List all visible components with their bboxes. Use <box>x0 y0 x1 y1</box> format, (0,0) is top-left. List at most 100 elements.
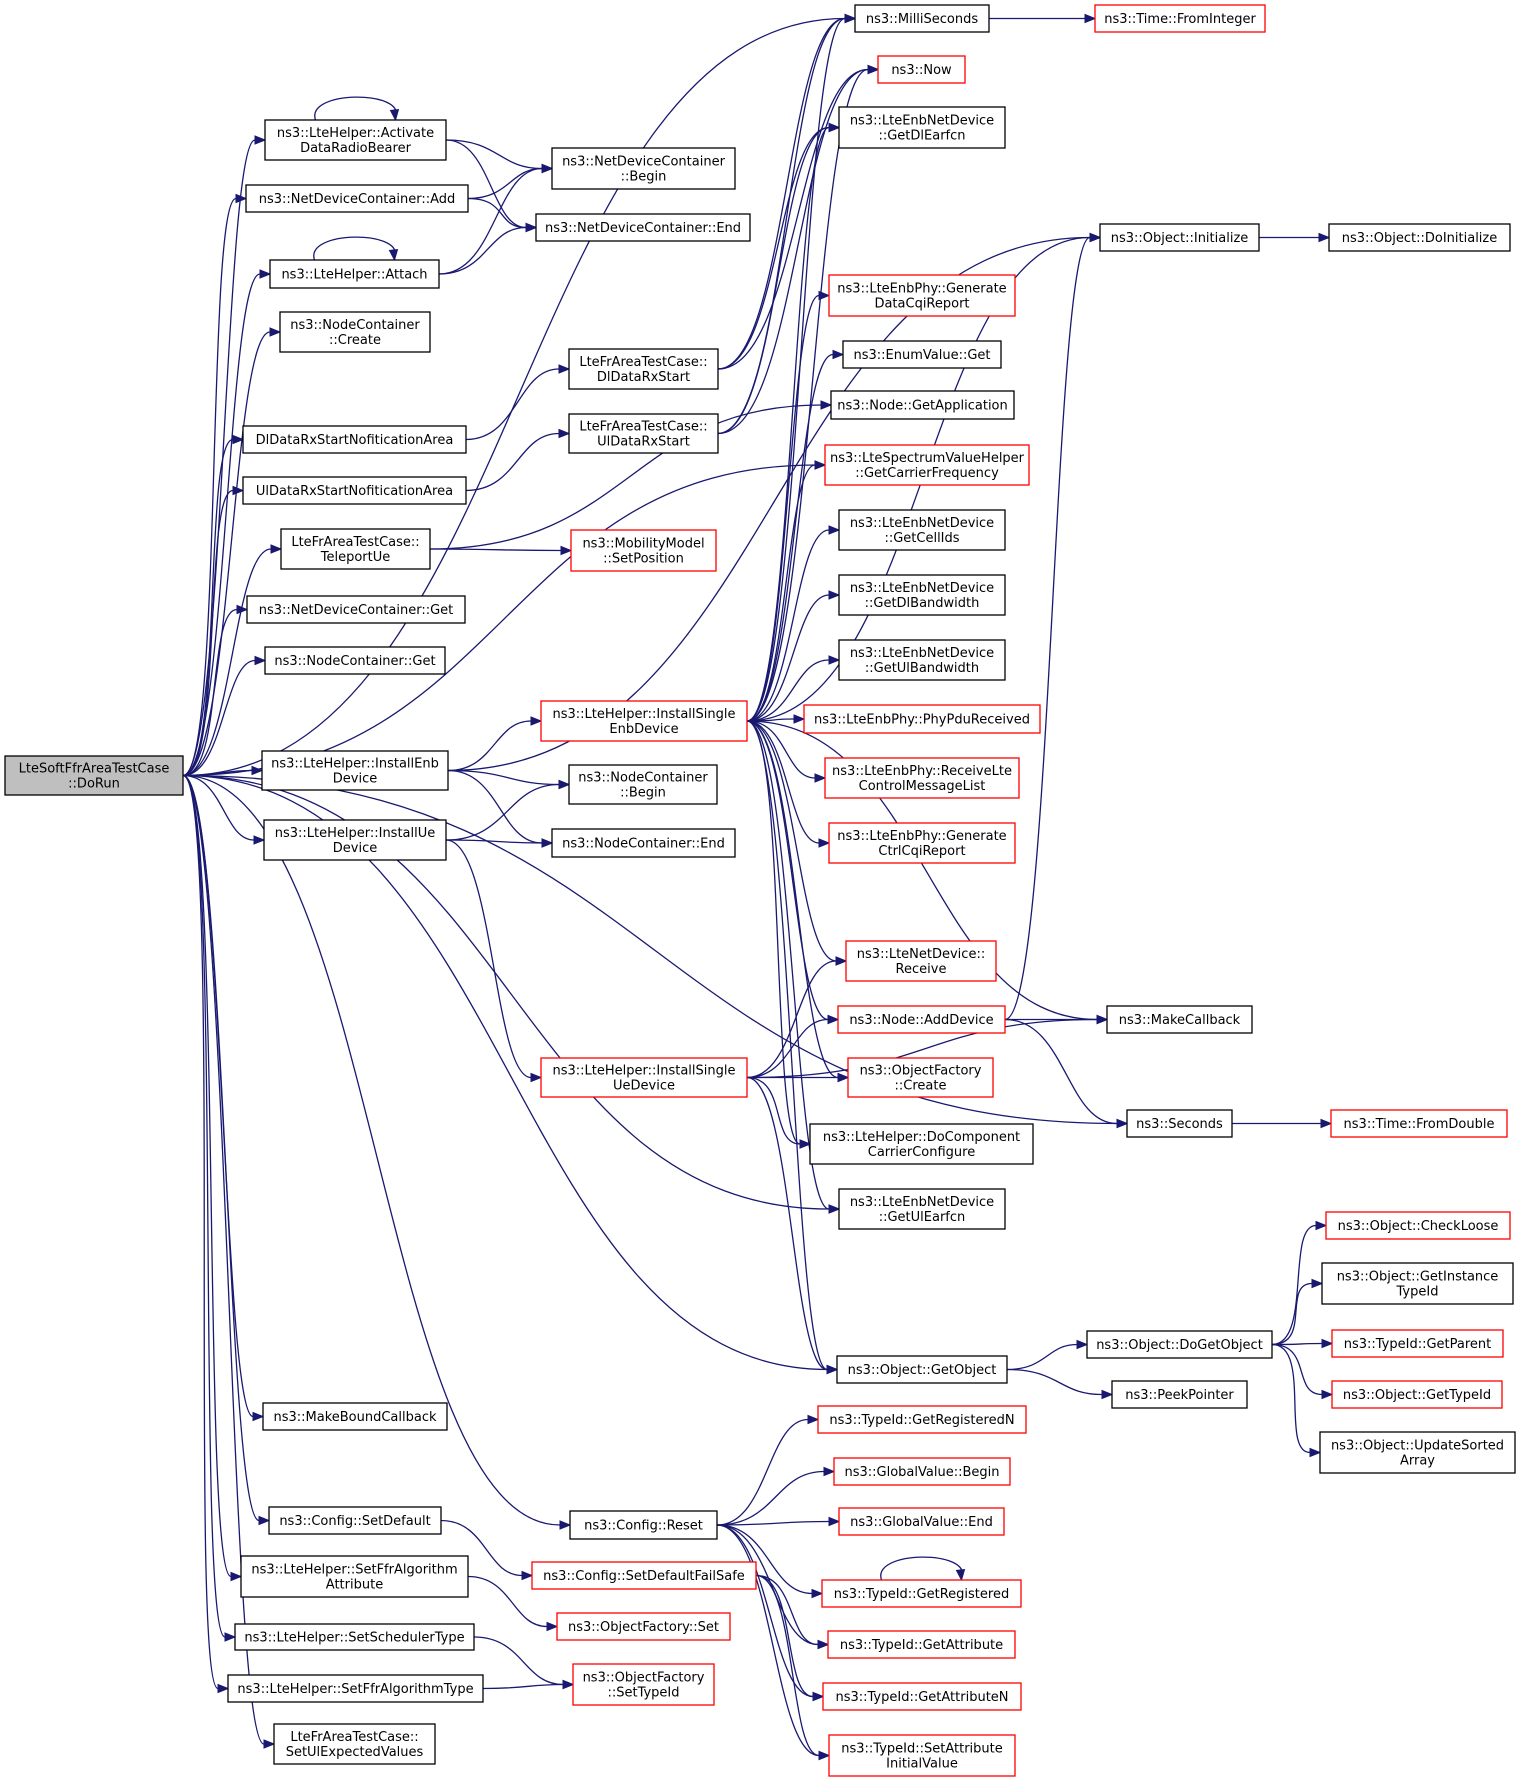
node-ul-rx-start[interactable]: LteFrAreaTestCase::UlDataRxStart <box>568 413 719 454</box>
node-recv-ctrl[interactable]: ns3::LteEnbPhy::ReceiveLteControlMessage… <box>824 757 1020 799</box>
node-enum-get[interactable]: ns3::EnumValue::Get <box>842 340 1002 369</box>
node-label: Receive <box>896 962 947 977</box>
node-check-loose[interactable]: ns3::Object::CheckLoose <box>1325 1211 1511 1240</box>
node-label: ns3::GlobalValue::End <box>850 1515 993 1530</box>
node-teleport[interactable]: LteFrAreaTestCase::TeleportUe <box>280 528 431 570</box>
edge-tid-get-reg-to-tid-get-reg <box>880 1556 966 1582</box>
node-nccreate[interactable]: ns3::NodeContainer::Create <box>279 311 431 353</box>
node-ncget[interactable]: ns3::NodeContainer::Get <box>264 646 446 675</box>
node-now[interactable]: ns3::Now <box>877 55 966 84</box>
node-ul-notif[interactable]: UlDataRxStartNofiticationArea <box>242 476 467 505</box>
node-label: ns3::LteNetDevice:: <box>857 947 985 962</box>
node-label: ns3::NetDeviceContainer <box>562 155 726 170</box>
node-do-init[interactable]: ns3::Object::DoInitialize <box>1328 223 1511 252</box>
node-root[interactable]: LteSoftFfrAreaTestCase::DoRun <box>4 755 184 796</box>
node-get-object[interactable]: ns3::Object::GetObject <box>836 1355 1008 1384</box>
node-tid-get-attr-n[interactable]: ns3::TypeId::GetAttributeN <box>822 1682 1022 1711</box>
node-cfg-reset[interactable]: ns3::Config::Reset <box>569 1510 718 1540</box>
node-set-ffr-type[interactable]: ns3::LteHelper::SetFfrAlgorithmType <box>227 1674 484 1703</box>
edge-node-add-dev-to-seconds <box>1004 1018 1129 1129</box>
node-label: ns3::Object::UpdateSorted <box>1331 1439 1504 1454</box>
node-node-add-dev[interactable]: ns3::Node::AddDevice <box>837 1005 1006 1034</box>
node-peek-ptr[interactable]: ns3::PeekPointer <box>1111 1380 1248 1409</box>
node-label: ControlMessageList <box>859 779 986 794</box>
node-get-dl-earfcn[interactable]: ns3::LteEnbNetDevice::GetDlEarfcn <box>838 106 1006 149</box>
node-box <box>556 1612 731 1641</box>
node-label: ::Create <box>329 333 381 348</box>
node-ndcget[interactable]: ns3::NetDeviceContainer::Get <box>246 595 466 624</box>
node-get-ul-bw[interactable]: ns3::LteEnbNetDevice::GetUlBandwidth <box>838 639 1006 681</box>
edge-get-object-to-do-get-obj <box>1006 1339 1089 1371</box>
node-ofset[interactable]: ns3::ObjectFactory::Set <box>556 1612 731 1641</box>
node-label: ::GetUlBandwidth <box>865 661 979 676</box>
node-ncend[interactable]: ns3::NodeContainer::End <box>551 828 736 858</box>
node-do-get-obj[interactable]: ns3::Object::DoGetObject <box>1086 1330 1273 1359</box>
node-dl-rx-start[interactable]: LteFrAreaTestCase::DlDataRxStart <box>568 348 719 390</box>
node-set-ul-exp[interactable]: LteFrAreaTestCase::SetUlExpectedValues <box>273 1723 436 1765</box>
edge-root-to-set-ul-exp <box>182 774 276 1749</box>
node-tid-get-attr[interactable]: ns3::TypeId::GetAttribute <box>827 1630 1016 1659</box>
node-seconds[interactable]: ns3::Seconds <box>1126 1109 1233 1138</box>
node-make-bound[interactable]: ns3::MakeBoundCallback <box>262 1402 448 1431</box>
node-cfg-set-def[interactable]: ns3::Config::SetDefault <box>268 1506 442 1535</box>
node-label: SetUlExpectedValues <box>286 1745 424 1760</box>
node-box <box>838 106 1006 149</box>
node-make-cb[interactable]: ns3::MakeCallback <box>1106 1005 1253 1034</box>
node-ofset-type[interactable]: ns3::ObjectFactory::SetTypeId <box>572 1663 715 1706</box>
node-milli-sec[interactable]: ns3::MilliSeconds <box>854 4 990 33</box>
node-ndcbegin[interactable]: ns3::NetDeviceContainer::Begin <box>551 147 736 190</box>
node-ndcadd[interactable]: ns3::NetDeviceContainer::Add <box>245 184 469 213</box>
node-tid-get-reg[interactable]: ns3::TypeId::GetRegistered <box>821 1579 1022 1608</box>
node-label: ns3::Object::DoInitialize <box>1342 231 1498 246</box>
node-attach[interactable]: ns3::LteHelper::Attach <box>269 259 440 289</box>
node-box <box>821 1579 1022 1608</box>
node-label: Device <box>333 841 377 856</box>
node-ndcend[interactable]: ns3::NetDeviceContainer::End <box>535 213 751 242</box>
node-ncbegin[interactable]: ns3::NodeContainer::Begin <box>568 764 718 805</box>
node-ofcreate[interactable]: ns3::ObjectFactory::Create <box>847 1057 994 1098</box>
node-set-pos[interactable]: ns3::MobilityModel::SetPosition <box>570 529 717 572</box>
node-lte-ndrecv[interactable]: ns3::LteNetDevice::Receive <box>845 940 997 982</box>
node-obj-init[interactable]: ns3::Object::Initialize <box>1099 223 1260 252</box>
node-phy-pdu[interactable]: ns3::LteEnbPhy::PhyPduReceived <box>803 704 1041 734</box>
node-node-get-app[interactable]: ns3::Node::GetApplication <box>830 390 1015 420</box>
node-label: ns3::NodeContainer <box>578 771 708 786</box>
node-get-cell-ids[interactable]: ns3::LteEnbNetDevice::GetCellIds <box>838 509 1006 551</box>
node-get-carrier[interactable]: ns3::LteSpectrumValueHelper::GetCarrierF… <box>824 444 1030 486</box>
node-tid-get-parent[interactable]: ns3::TypeId::GetParent <box>1331 1329 1504 1358</box>
node-label: ns3::LteSpectrumValueHelper <box>830 451 1025 466</box>
edge-cfg-set-def-fs-to-tid-get-attr-n <box>755 1574 825 1702</box>
node-gvend[interactable]: ns3::GlobalValue::End <box>838 1507 1005 1536</box>
node-label: ns3::ObjectFactory::Set <box>568 1620 719 1635</box>
node-gvbegin[interactable]: ns3::GlobalValue::Begin <box>833 1457 1011 1486</box>
node-box <box>838 1507 1005 1536</box>
node-get-dl-bw[interactable]: ns3::LteEnbNetDevice::GetDlBandwidth <box>838 574 1006 616</box>
node-dl-notif[interactable]: DlDataRxStartNofiticationArea <box>242 425 467 454</box>
node-time-from-int[interactable]: ns3::Time::FromInteger <box>1094 4 1266 33</box>
edge-inst-enb-to-ncbegin <box>447 769 571 790</box>
node-label: Attribute <box>326 1578 383 1593</box>
edge-inst-enb-to-inst-senb <box>447 716 543 772</box>
node-cfg-set-def-fs[interactable]: ns3::Config::SetDefaultFailSafe <box>531 1561 757 1590</box>
node-box <box>836 1355 1008 1384</box>
node-get-ul-earfcn[interactable]: ns3::LteEnbNetDevice::GetUlEarfcn <box>838 1188 1006 1230</box>
node-tid-get-reg-n[interactable]: ns3::TypeId::GetRegisteredN <box>817 1405 1027 1434</box>
edge-node-add-dev-to-obj-init <box>1004 232 1102 1021</box>
node-time-from-dbl[interactable]: ns3::Time::FromDouble <box>1330 1109 1508 1138</box>
node-do-comp-cc[interactable]: ns3::LteHelper::DoComponentCarrierConfig… <box>809 1123 1034 1165</box>
node-label: DataRadioBearer <box>300 141 412 156</box>
node-obj-get-tid[interactable]: ns3::Object::GetTypeId <box>1331 1380 1503 1409</box>
node-set-sched[interactable]: ns3::LteHelper::SetSchedulerType <box>234 1623 475 1651</box>
node-label: InitialValue <box>886 1757 958 1772</box>
